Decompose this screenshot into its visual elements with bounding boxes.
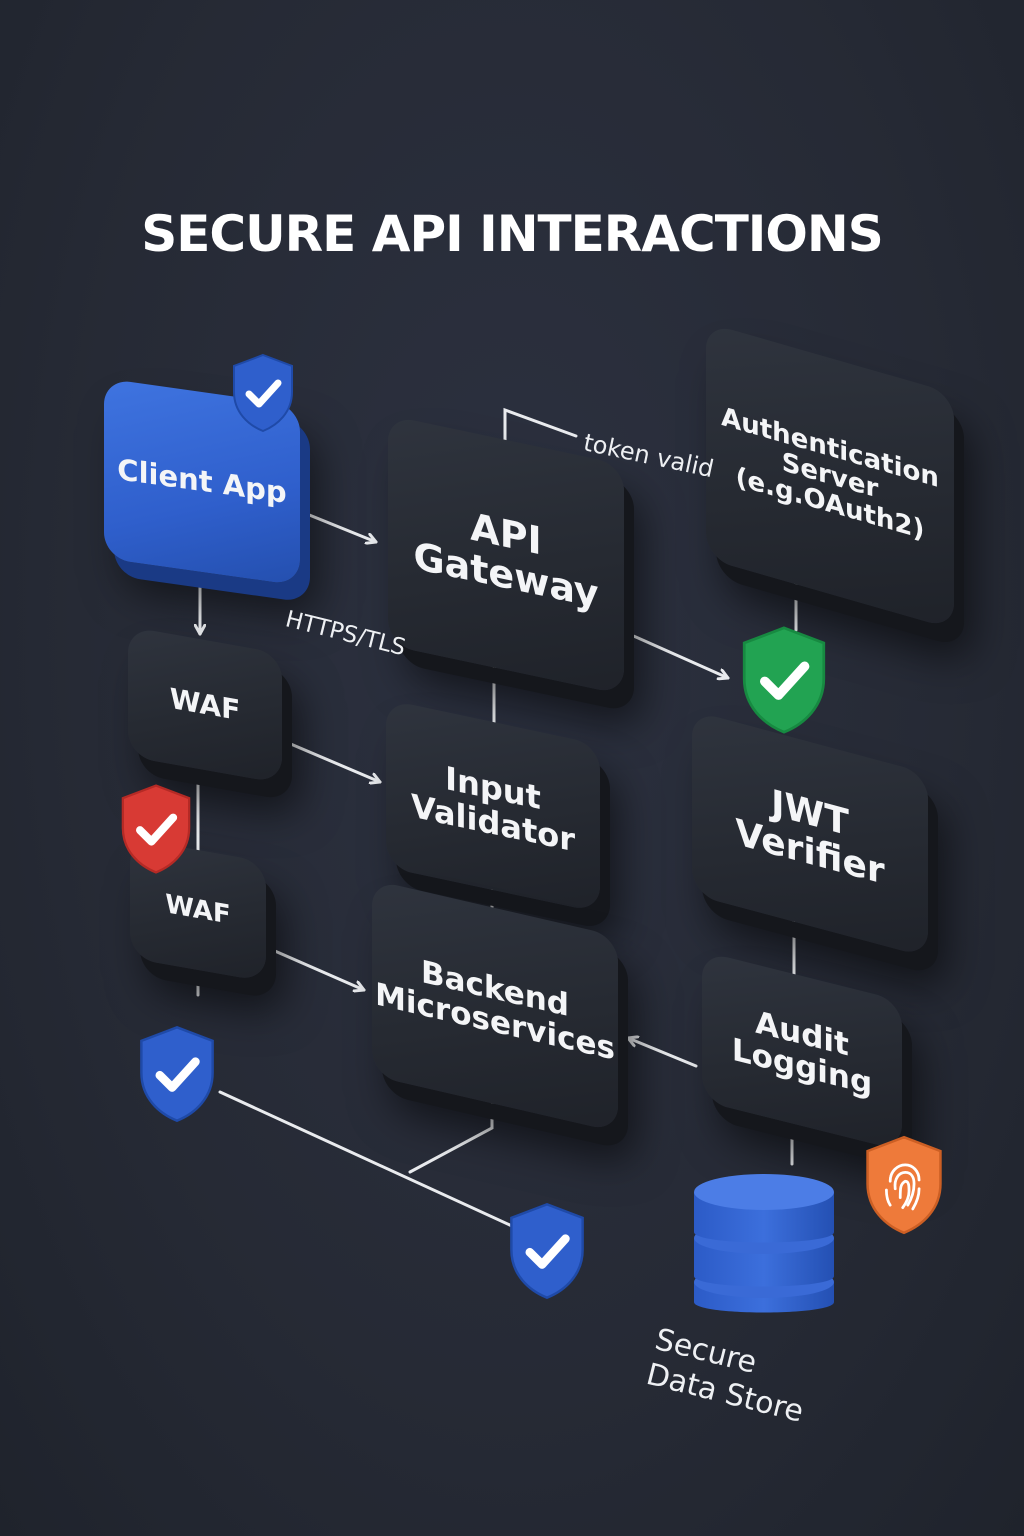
database-icon — [690, 1158, 838, 1332]
edge-gateway-shield — [618, 628, 730, 678]
shield-check-icon — [736, 622, 832, 738]
api-gateway-label: API Gateway — [413, 504, 599, 617]
shield-check-icon — [228, 352, 298, 434]
jwt-verifier-label: JWT Verifier — [735, 782, 885, 893]
edge-shield-bottomshield — [218, 1090, 514, 1228]
client-app-label: Client App — [117, 452, 287, 511]
shield-check-icon — [116, 780, 196, 878]
backend-label: Backend Microservices — [375, 953, 615, 1068]
waf-top-label: WAF — [169, 681, 241, 728]
edge-waf-validator — [284, 740, 382, 782]
page-title: SECURE API INTERACTIONS — [141, 205, 884, 263]
edge-backend-junction — [408, 1094, 494, 1174]
auth-server-label: Authentication Server (e.g.OAuth2) — [721, 401, 939, 547]
edge-client-gateway — [290, 506, 378, 542]
shield-check-icon — [504, 1196, 590, 1306]
waf-top-node[interactable]: WAF — [128, 626, 282, 784]
waf-bottom-label: WAF — [165, 889, 231, 931]
shield-check-icon — [134, 1020, 220, 1128]
edge-audit-backend — [626, 1038, 698, 1068]
shield-fingerprint-icon — [860, 1130, 948, 1240]
input-validator-label: Input Validator — [410, 759, 576, 860]
edge-waf2-backend — [266, 946, 366, 990]
audit-logging-label: Audit Logging — [731, 1003, 873, 1103]
